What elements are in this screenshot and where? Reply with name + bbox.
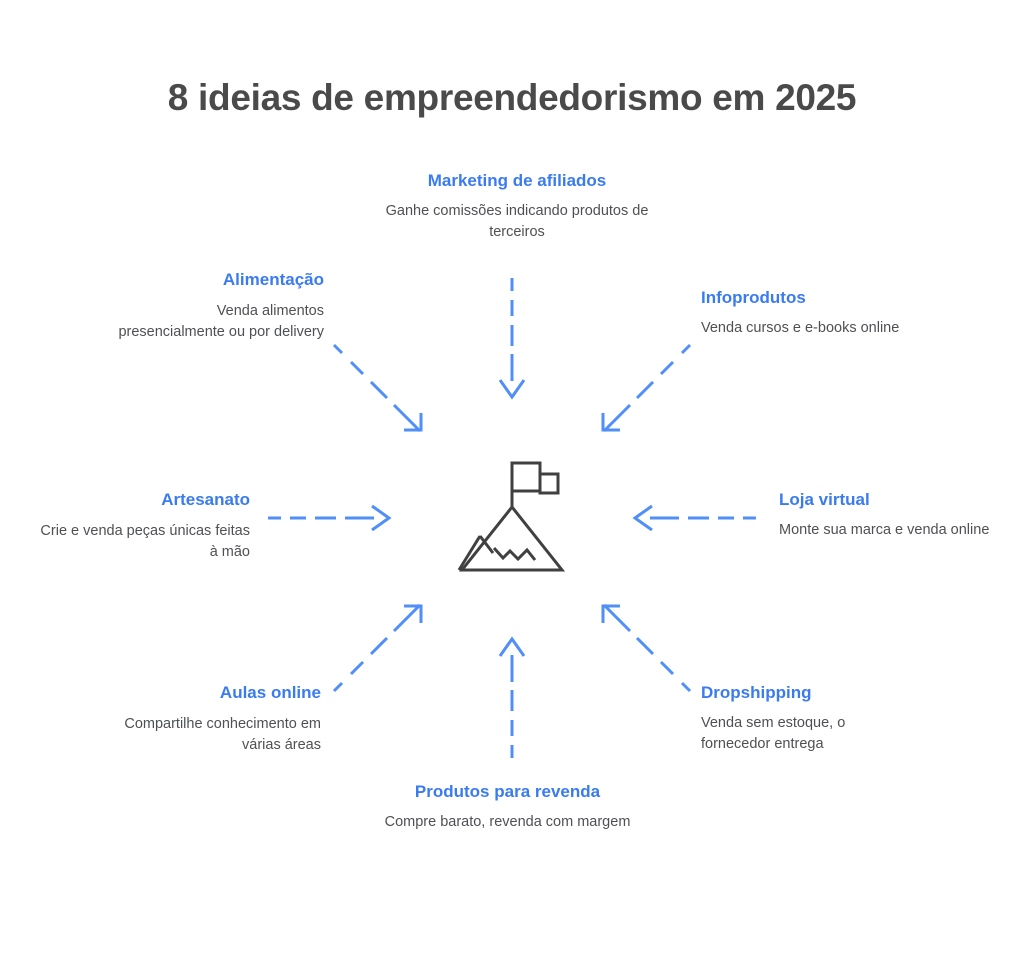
node-infoprodutos: Infoprodutos Venda cursos e e-books onli… [701,287,916,339]
node-aulas-online-title: Aulas online [219,683,321,702]
node-aulas-online: Aulas online Compartilhe conhecimento em… [94,682,321,755]
node-loja-virtual-description: Monte sua marca e venda online [779,522,990,539]
node-infoprodutos-description: Venda cursos e e-books online [701,320,900,337]
node-artesanato-title: Artesanato [161,490,250,509]
node-infoprodutos-title: Infoprodutos [701,288,806,307]
node-dropshipping-description: Venda sem estoque, o fornecedor entrega [701,715,846,752]
node-artesanato: Artesanato Crie e venda peças únicas fei… [38,489,250,562]
arrow-left [632,504,756,532]
node-produtos-revenda: Produtos para revenda Compre barato, rev… [380,781,635,833]
mountain-flag-icon [457,461,566,572]
node-alimentacao: Alimentação Venda alimentos presencialme… [118,269,324,342]
node-marketing: Marketing de afiliados Ganhe comissões i… [372,170,662,242]
arrow-down-right [332,343,423,433]
node-aulas-online-description: Compartilhe conhecimento em várias áreas [124,716,321,753]
node-loja-virtual-title: Loja virtual [779,490,870,509]
node-marketing-description: Ganhe comissões indicando produtos de te… [385,203,649,240]
arrow-up [498,636,526,758]
node-produtos-revenda-description: Compre barato, revenda com margem [384,814,631,831]
node-marketing-title: Marketing de afiliados [427,171,607,190]
arrow-down-left [601,343,692,433]
node-alimentacao-title: Alimentação [222,270,324,289]
page-title: 8 ideias de empreendedorismo em 2025 [167,77,857,118]
node-dropshipping: Dropshipping Venda sem estoque, o fornec… [701,682,906,754]
arrow-right [268,504,392,532]
arrow-up-left [601,603,692,693]
node-dropshipping-title: Dropshipping [701,683,812,702]
arrow-down [498,278,526,400]
node-loja-virtual: Loja virtual Monte sua marca e venda onl… [779,489,994,541]
arrow-up-right [332,603,423,693]
node-produtos-revenda-title: Produtos para revenda [414,782,601,801]
node-alimentacao-description: Venda alimentos presencialmente ou por d… [118,303,324,340]
node-artesanato-description: Crie e venda peças únicas feitas à mão [40,523,250,560]
